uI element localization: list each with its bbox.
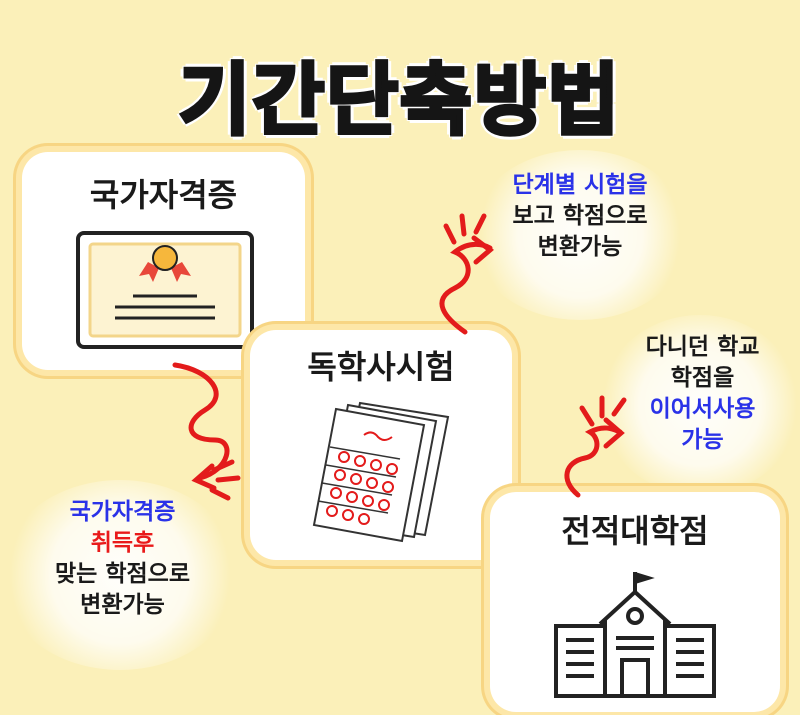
certificate-icon xyxy=(76,231,254,349)
school-building-icon xyxy=(554,572,716,698)
selfstudy-note-line3: 변환가능 xyxy=(537,234,623,260)
arrow-transfer xyxy=(564,425,623,498)
certificate-card: 국가자격증 xyxy=(22,152,305,370)
transfer-note: 다니던 학교 학점을 이어서사용 가능 xyxy=(610,332,795,456)
transfer-note-line1: 다니던 학교 xyxy=(645,334,760,360)
note-glow xyxy=(470,150,690,320)
certificate-card-title: 국가자격증 xyxy=(89,176,238,214)
transfer-card-title: 전적대학점 xyxy=(561,512,709,550)
exam-paper-icon xyxy=(312,401,450,543)
note-glow xyxy=(0,480,240,670)
page-title: 기간단축방법 xyxy=(177,54,622,148)
arrow-certificate xyxy=(172,362,230,481)
selfstudy-note-line2: 보고 학점으로 xyxy=(512,203,648,229)
selfstudy-card: 독학사시험 xyxy=(250,330,512,560)
certificate-note-line2: 취득후 xyxy=(90,530,155,556)
certificate-note-line1: 국가자격증 xyxy=(69,499,176,525)
transfer-note-line3: 이어서사용 xyxy=(649,396,756,422)
arrow-selfstudy xyxy=(439,241,493,335)
note-glow xyxy=(600,315,800,495)
transfer-note-line4: 가능 xyxy=(681,427,724,453)
certificate-note-line4: 변환가능 xyxy=(80,592,165,618)
selfstudy-note-line1: 단계별 시험을 xyxy=(512,172,648,198)
transfer-note-line2: 학점을 xyxy=(670,365,735,391)
selfstudy-card-title: 독학사시험 xyxy=(307,348,455,386)
transfer-card: 전적대학점 xyxy=(490,492,780,712)
selfstudy-note: 단계별 시험을 보고 학점으로 변환가능 xyxy=(470,170,690,263)
certificate-note: 국가자격증 취득후 맞는 학점으로 변환가능 xyxy=(10,497,235,621)
certificate-note-line3: 맞는 학점으로 xyxy=(55,561,190,587)
